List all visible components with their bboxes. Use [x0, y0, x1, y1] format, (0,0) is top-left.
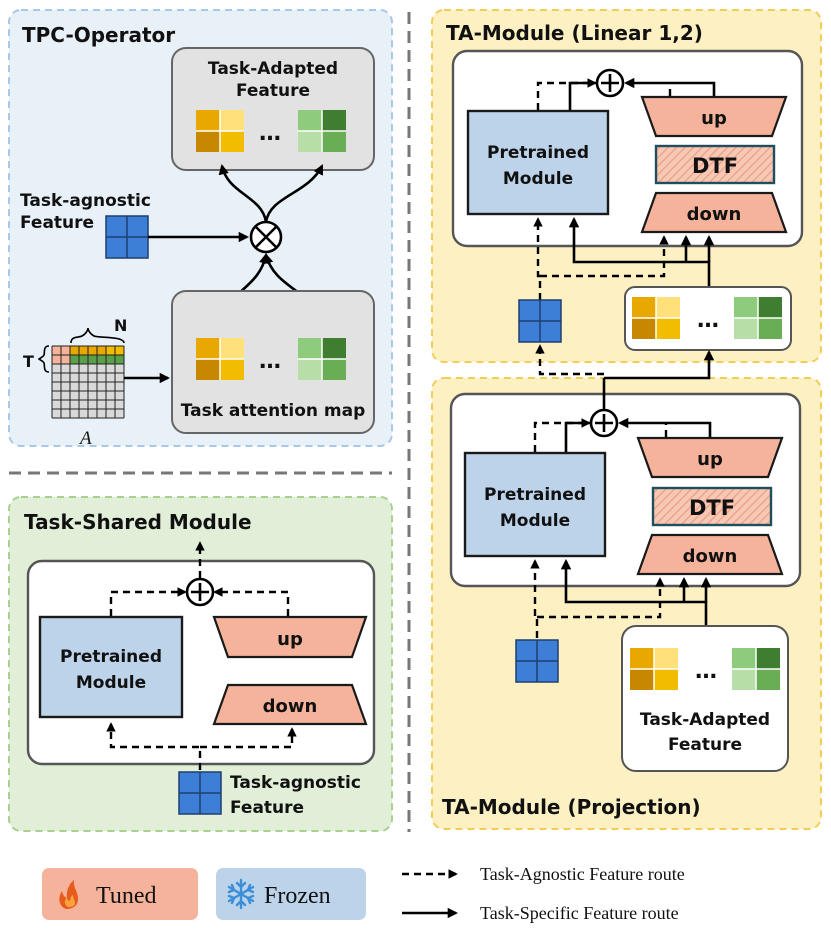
linear-dtf-block: [654, 144, 776, 185]
shared-down-block: [212, 683, 368, 726]
proj-down-block: [636, 533, 784, 576]
add-operator-icon: [185, 577, 215, 607]
ellipsis: …: [695, 659, 717, 684]
dashed-route: [530, 559, 540, 638]
shared-feature-label: Task-agnostic: [230, 773, 361, 793]
yellow-feature-icon: [196, 338, 244, 380]
task-adapted-feature-label: Feature: [236, 81, 310, 101]
matrix-N-brace: [70, 327, 125, 344]
matrix-A-label: A: [78, 428, 92, 449]
green-feature-icon: [298, 338, 346, 380]
legend-dashed-label: Task-Agnostic Feature route: [480, 864, 685, 884]
task-agnostic-feature-label: Task-agnostic: [20, 191, 151, 211]
proj-down-label: down: [683, 546, 738, 567]
yellow-feature-icon: [630, 648, 678, 690]
solid-route: [560, 558, 708, 626]
legend-tuned-label: Tuned: [96, 883, 156, 909]
blue-feature-icon: [515, 639, 559, 683]
task-shared-module-title: Task-Shared Module: [24, 510, 252, 534]
proj-pretrained-module: [463, 451, 607, 558]
solid-route: [604, 349, 715, 380]
solid-route: [564, 421, 590, 452]
proj-pretrained-label: Pretrained: [484, 485, 586, 505]
proj-dtf-label: DTF: [689, 496, 735, 520]
shared-up-label: up: [277, 629, 303, 650]
proj-up-label: up: [697, 449, 723, 470]
shared-pretrained-label: Module: [76, 673, 146, 693]
linear-pretrained-label: Module: [503, 169, 573, 189]
matrix-N-label: N: [114, 316, 127, 335]
blue-feature-icon: [178, 771, 222, 815]
yellow-feature-icon: [196, 110, 244, 152]
green-feature-icon: [732, 648, 780, 690]
solid-route: [617, 417, 712, 437]
multiply-operator-icon: [249, 220, 283, 254]
dashed-route: [200, 727, 297, 749]
dashed-route: [535, 344, 604, 376]
dashed-route: [213, 587, 290, 616]
proj-task-adapted-label: Feature: [668, 735, 742, 755]
ta-module-projection-title: TA-Module (Projection): [442, 795, 701, 819]
dashed-route: [540, 235, 669, 278]
legend-frozen-box: [216, 868, 366, 920]
blue-feature-icon: [105, 215, 149, 259]
yellow-feature-icon: [632, 297, 680, 339]
flame-icon: [59, 880, 78, 909]
linear-pretrained-label: Pretrained: [487, 143, 589, 163]
task-adapted-feature-label: Task-Adapted: [208, 59, 338, 79]
ellipsis: …: [259, 349, 281, 374]
task-agnostic-feature-label: Feature: [20, 213, 94, 233]
linear-up-label: up: [701, 108, 727, 129]
matrix-T-label: T: [23, 352, 34, 371]
tpc-operator-title: TPC-Operator: [22, 23, 175, 47]
solid-route: [568, 216, 711, 286]
legend-tuned-box: [42, 868, 198, 920]
blue-feature-icon: [518, 299, 562, 343]
proj-task-adapted-label: Task-Adapted: [640, 710, 770, 730]
dashed-route: [106, 722, 202, 770]
add-operator-icon: [589, 408, 619, 438]
task-attention-map-label: Task attention map: [181, 401, 366, 421]
ta-module-linear-title: TA-Module (Linear 1,2): [446, 21, 703, 45]
proj-dtf-block: [651, 486, 773, 527]
shared-up-block: [212, 615, 368, 659]
task-attention-map-box: [171, 290, 375, 434]
legend-solid-label: Task-Specific Feature route: [480, 903, 679, 923]
add-operator-icon: [595, 68, 625, 98]
solid-route: [568, 81, 596, 110]
proj-up-block: [636, 436, 784, 479]
green-feature-icon: [734, 297, 782, 339]
dashed-route: [533, 217, 543, 300]
shared-feature-label: Feature: [230, 798, 304, 818]
legend-frozen-label: Frozen: [264, 883, 331, 909]
dashed-route: [537, 577, 665, 619]
linear-pretrained-module: [466, 109, 610, 216]
solid-route: [623, 77, 716, 96]
snowflake-icon: [227, 878, 255, 910]
linear-up-block: [640, 95, 788, 138]
linear-down-label: down: [687, 204, 742, 225]
dashed-route: [109, 587, 187, 616]
ellipsis: …: [259, 121, 281, 146]
multiply-to-adapted-arrow: [218, 163, 268, 223]
linear-down-block: [640, 191, 788, 234]
ellipsis: …: [697, 308, 719, 333]
green-feature-icon: [298, 110, 346, 152]
matrix-T-brace: [37, 345, 50, 373]
shared-pretrained-label: Pretrained: [60, 647, 162, 667]
linear-dtf-label: DTF: [692, 154, 738, 178]
shared-pretrained-module: [38, 615, 184, 719]
multiply-to-adapted-arrow: [264, 164, 324, 223]
proj-pretrained-label: Module: [500, 511, 570, 531]
attention-matrix-A: [51, 345, 125, 419]
shared-down-label: down: [263, 696, 318, 717]
